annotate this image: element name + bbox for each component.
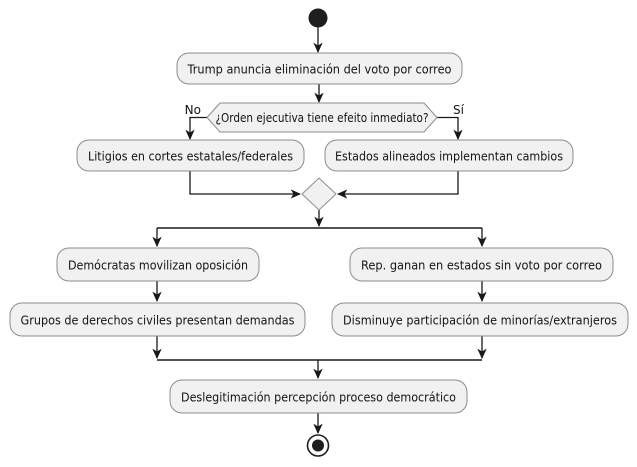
activity-estados-alineados: Estados alineados implementan cambios xyxy=(324,139,574,172)
activity-label: Grupos de derechos civiles presentan dem… xyxy=(21,313,295,328)
activity-litigios: Litigios en cortes estatales/federales xyxy=(76,139,305,172)
edge-branch-no xyxy=(185,116,207,141)
activity-grupos-derechos: Grupos de derechos civiles presentan dem… xyxy=(9,302,306,337)
decision-hexagon xyxy=(206,102,438,133)
end-node xyxy=(306,434,330,457)
activity-label: Litigios en cortes estatales/federales xyxy=(88,149,293,164)
activity-label: Deslegitimación percepción proceso democ… xyxy=(181,390,456,405)
activity-label: Demócratas movilizan oposición xyxy=(68,258,248,273)
activity-box xyxy=(56,247,260,282)
activity-deslegitimacion: Deslegitimación percepción proceso democ… xyxy=(169,379,468,414)
activity-label: Disminuye participación de minorías/extr… xyxy=(343,313,617,328)
activity-disminuye: Disminuye participación de minorías/extr… xyxy=(331,302,629,337)
activity-box xyxy=(169,379,468,414)
branch-label-yes: Sí xyxy=(453,103,465,117)
edge-litigios-to-merge xyxy=(189,171,302,199)
activity-box xyxy=(349,247,614,282)
activity-trump-announce: Trump anuncia eliminación del voto por c… xyxy=(176,52,463,85)
start-node xyxy=(308,8,328,28)
activity-box xyxy=(331,302,629,337)
activity-box xyxy=(176,52,463,85)
activity-label: Rep. ganan en estados sin voto por corre… xyxy=(361,258,602,273)
decision-orden-ejecutiva: ¿Orden ejecutiva tiene efeito inmediato?… xyxy=(185,102,465,133)
activity-box xyxy=(324,139,574,172)
activity-label: Trump anuncia eliminación del voto por c… xyxy=(187,62,452,77)
activity-democratas: Demócratas movilizan oposición xyxy=(56,247,260,282)
end-node-dot xyxy=(312,439,324,452)
edge-branch-yes xyxy=(437,116,463,141)
branch-label-no: No xyxy=(185,103,201,117)
decision-question: ¿Orden ejecutiva tiene efeito inmediato? xyxy=(216,111,429,125)
activity-box xyxy=(9,302,306,337)
activity-label: Estados alineados implementan cambios xyxy=(335,149,563,164)
edge-estados-to-merge xyxy=(336,171,459,199)
activity-box xyxy=(76,139,305,172)
activity-republicanos: Rep. ganan en estados sin voto por corre… xyxy=(349,247,614,282)
merge-diamond xyxy=(301,177,337,211)
